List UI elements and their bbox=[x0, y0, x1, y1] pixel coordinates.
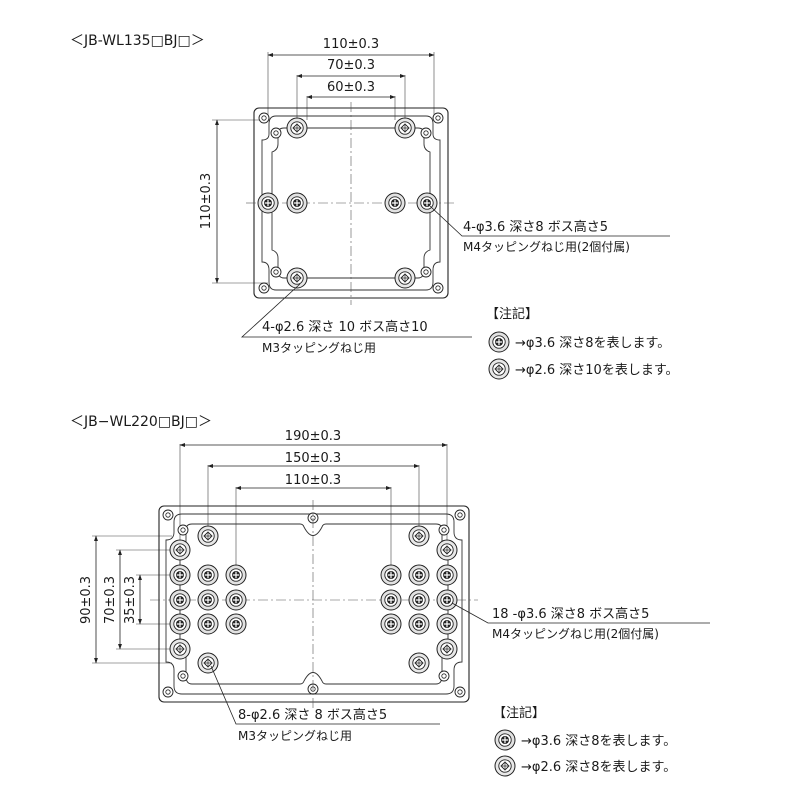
diagram-a-dim-70: 70±0.3 bbox=[327, 58, 375, 73]
diagram-b-dim-70: 70±0.3 bbox=[103, 576, 118, 624]
diagram-b-dim-150: 150±0.3 bbox=[285, 451, 341, 466]
m4-boss-icon bbox=[169, 613, 191, 635]
m3-boss-icon bbox=[394, 267, 416, 289]
diagram-a-note-title: 【注記】 bbox=[486, 306, 538, 322]
diagram-b-title: ＜JB−WL220□BJ□＞ bbox=[70, 414, 212, 430]
m4-boss-icon bbox=[197, 589, 219, 611]
m3-boss-icon bbox=[286, 267, 308, 289]
diagram-b-note-2: →φ2.6 深さ8を表します。 bbox=[521, 760, 676, 775]
m4-boss-icon bbox=[169, 564, 191, 586]
m3-boss-icon bbox=[197, 652, 219, 674]
m3-boss-icon bbox=[286, 117, 308, 139]
diagram-b-dim-90: 90±0.3 bbox=[79, 576, 94, 624]
m4-boss-icon bbox=[169, 589, 191, 611]
diagram-a-m3-callout: 4-φ2.6 深さ 10 ボス高さ10 bbox=[262, 319, 428, 335]
diagram-a-note-2: →φ2.6 深さ10を表します。 bbox=[515, 363, 679, 378]
m3-boss-icon bbox=[408, 652, 430, 674]
m4-boss-icon bbox=[225, 613, 247, 635]
diagram-b-note-title: 【注記】 bbox=[493, 705, 545, 721]
diagram-a-dim-left-110: 110±0.3 bbox=[199, 173, 214, 229]
diagram-a-left-dimension: 110±0.3 bbox=[199, 119, 268, 284]
diagram-a-dim-110: 110±0.3 bbox=[323, 37, 379, 52]
m4-boss-icon bbox=[197, 564, 219, 586]
m3-boss-icon bbox=[408, 525, 430, 547]
m4-legend-icon bbox=[488, 331, 510, 353]
m3-boss-icon bbox=[169, 638, 191, 660]
diagram-b-top-dimensions: 190±0.3 150±0.3 110±0.3 bbox=[179, 429, 448, 566]
m3-legend-icon bbox=[488, 358, 510, 380]
m4-boss-icon bbox=[436, 613, 458, 635]
m3-boss-icon bbox=[169, 539, 191, 561]
m4-boss-icon bbox=[286, 192, 308, 214]
diagram-b-m3-callout-sub: M3タッピングねじ用 bbox=[238, 729, 352, 743]
m4-boss-icon bbox=[408, 564, 430, 586]
diagram-a-dim-60: 60±0.3 bbox=[327, 80, 375, 95]
m4-boss-icon bbox=[408, 613, 430, 635]
m4-boss-icon bbox=[384, 192, 406, 214]
m4-boss-icon bbox=[380, 613, 402, 635]
m3-boss-icon bbox=[394, 117, 416, 139]
m4-boss-icon bbox=[225, 589, 247, 611]
diagram-b-notes: 【注記】 →φ3.6 深さ8を表します。 →φ2.6 深さ8を表します。 bbox=[493, 705, 676, 777]
diagram-a-top-dimensions: 110±0.3 70±0.3 60±0.3 bbox=[267, 37, 435, 120]
diagram-b-note-1: →φ3.6 深さ8を表します。 bbox=[521, 734, 676, 749]
m4-boss-icon bbox=[257, 192, 279, 214]
diagram-b: ＜JB−WL220□BJ□＞ 190±0.3 150±0.3 110±0.3 9… bbox=[70, 414, 710, 777]
diagram-b-m3-callout: 8-φ2.6 深さ 8 ボス高さ5 bbox=[238, 707, 387, 723]
m4-boss-icon bbox=[436, 564, 458, 586]
diagram-a-m4-callout: 4-φ3.6 深さ8 ボス高さ5 bbox=[463, 219, 608, 235]
m4-boss-icon bbox=[380, 564, 402, 586]
m3-legend-icon bbox=[494, 755, 516, 777]
diagram-a-callouts: 4-φ3.6 深さ8 ボス高さ5 M4タッピングねじ用(2個付属) 4-φ2.6… bbox=[240, 205, 670, 355]
m3-boss-icon bbox=[197, 525, 219, 547]
diagram-b-dim-190: 190±0.3 bbox=[285, 429, 341, 444]
m4-boss-icon bbox=[197, 613, 219, 635]
m4-boss-icon bbox=[225, 564, 247, 586]
diagram-b-m4-callout: 18 -φ3.6 深さ8 ボス高さ5 bbox=[492, 606, 649, 622]
m4-legend-icon bbox=[494, 729, 516, 751]
diagram-a-note-1: →φ3.6 深さ8を表します。 bbox=[515, 336, 670, 351]
diagram-a: ＜JB-WL135□BJ□＞ 110±0.3 70±0.3 60±0.3 110… bbox=[70, 33, 679, 380]
m4-boss-icon bbox=[436, 589, 458, 611]
diagram-b-bosses bbox=[169, 525, 458, 674]
diagram-b-m4-callout-sub: M4タッピングねじ用(2個付属) bbox=[492, 627, 659, 641]
diagram-a-notes: 【注記】 →φ3.6 深さ8を表します。 →φ2.6 深さ10を表します。 bbox=[486, 306, 679, 380]
diagram-b-callouts: 18 -φ3.6 深さ8 ボス高さ5 M4タッピングねじ用(2個付属) 8-φ2… bbox=[210, 602, 710, 743]
diagram-a-m4-callout-sub: M4タッピングねじ用(2個付属) bbox=[463, 240, 630, 254]
diagram-a-m3-callout-sub: M3タッピングねじ用 bbox=[262, 341, 376, 355]
diagram-b-dim-110: 110±0.3 bbox=[285, 473, 341, 488]
diagram-b-left-dimensions: 90±0.3 70±0.3 35±0.3 bbox=[79, 535, 172, 664]
m3-boss-icon bbox=[436, 638, 458, 660]
m3-boss-icon bbox=[436, 539, 458, 561]
diagram-a-title: ＜JB-WL135□BJ□＞ bbox=[70, 33, 205, 49]
m4-boss-icon bbox=[408, 589, 430, 611]
diagram-b-dim-35: 35±0.3 bbox=[123, 576, 138, 624]
m4-boss-icon bbox=[380, 589, 402, 611]
